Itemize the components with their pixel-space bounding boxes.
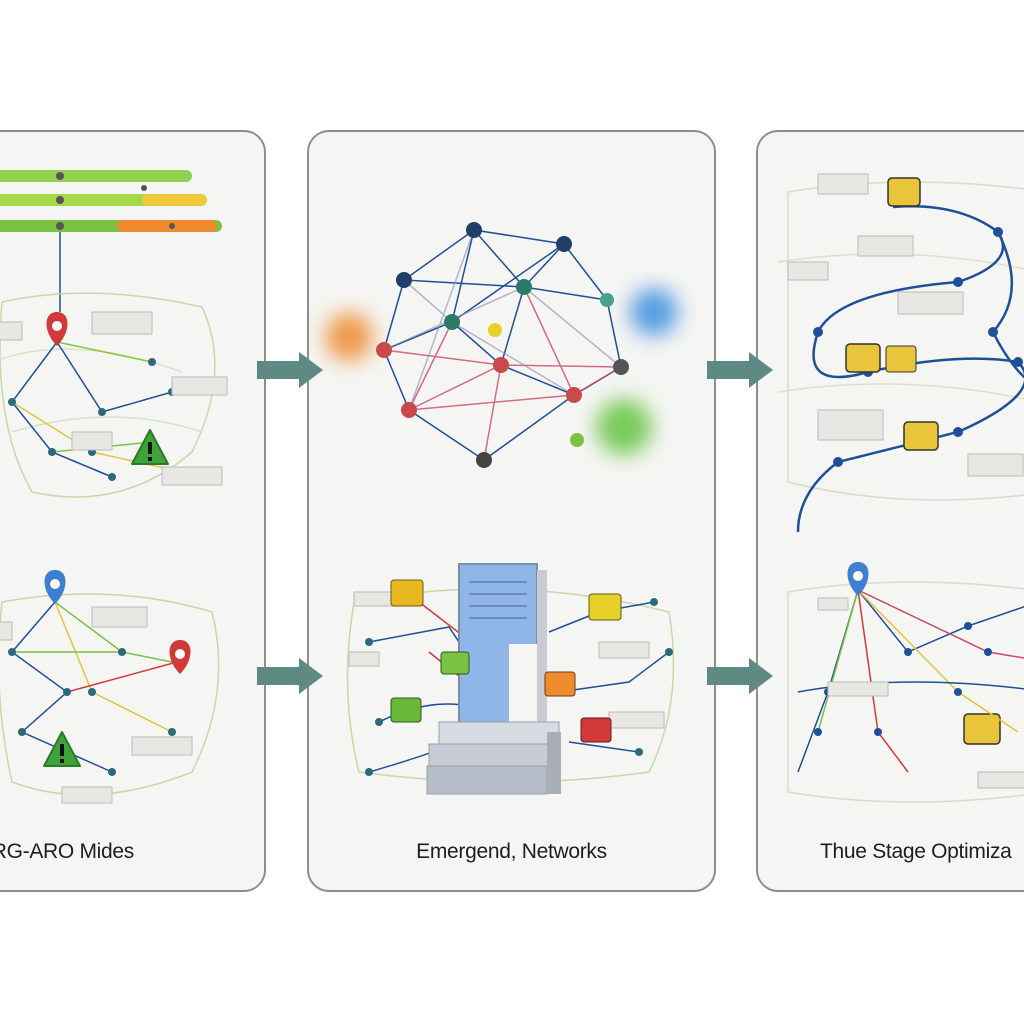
panel-stage-optimization: Thue Stage Optimiza [756,130,1024,892]
map-pin-icon [847,562,869,596]
panel-3-illustration [777,173,1024,803]
panel-rg-aro-modes: RG-ARO Mides [0,130,266,892]
panel-2-illustration [325,222,678,795]
status-bars [0,170,222,312]
panel-caption: RG-ARO Mides [0,840,134,863]
glow-blobs [325,288,678,455]
panel-caption: Emergend, Networks [416,840,607,863]
server-tower-icon [426,563,561,795]
map-pin-icon [169,640,191,674]
warning-triangle-icon [131,429,169,465]
panel-caption: Thue Stage Optimiza [820,840,1012,863]
map-pin-icon [46,312,68,346]
route-map-top [777,173,1024,533]
panel-emergent-networks: Emergend, Networks [307,130,716,892]
flow-arrow-icon [707,658,773,694]
truck-icon [845,177,1001,745]
map-pin-icon [44,570,66,604]
network-graph [383,229,622,461]
route-map-bottom [0,593,220,804]
route-map-top [0,292,228,498]
warning-triangle-icon [43,731,81,767]
flow-arrow-icon [257,352,323,388]
truck-icon [390,579,622,743]
route-map-bottom [787,581,1024,803]
panel-1-illustration [0,170,228,804]
network-node-icon [376,222,629,468]
flow-arrow-icon [707,352,773,388]
flow-arrow-icon [257,658,323,694]
